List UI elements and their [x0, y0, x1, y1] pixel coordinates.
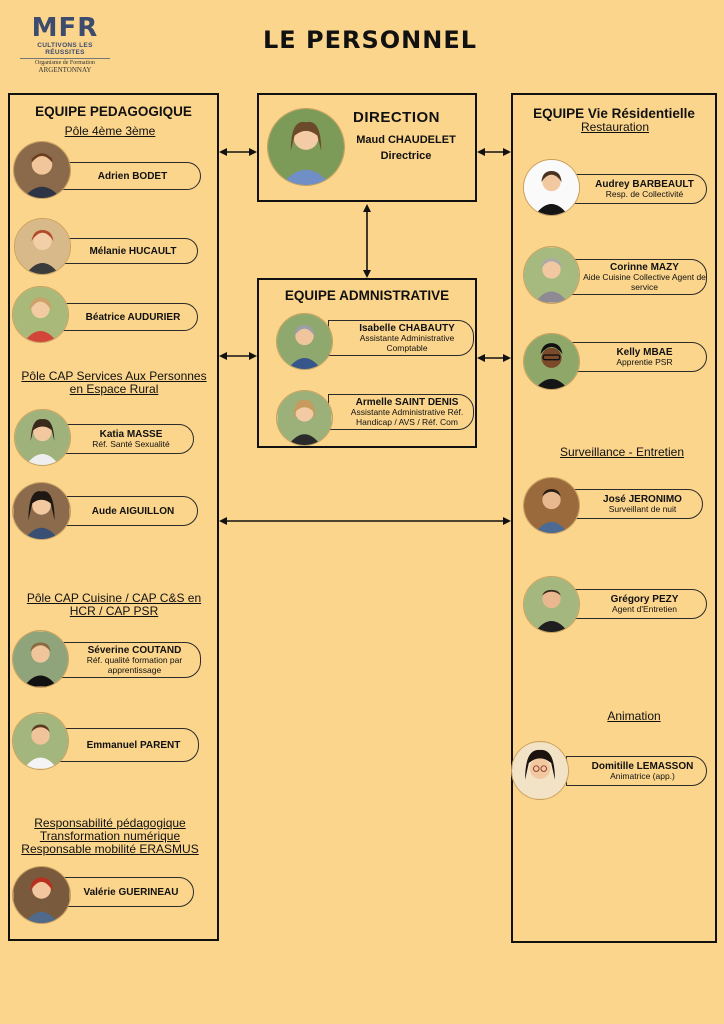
direction-box: [257, 93, 477, 202]
group-label: Restauration: [580, 120, 650, 134]
person-avatar: [13, 141, 71, 199]
person-name: Isabelle CHABAUTY: [359, 323, 455, 334]
person-pill: Valérie GUERINEAU: [56, 877, 194, 907]
person-avatar: [14, 409, 71, 466]
person-avatar: [12, 630, 69, 688]
person-pill: Béatrice AUDURIER: [56, 303, 198, 331]
person-avatar: [276, 390, 333, 446]
person-name: Audrey BARBEAULT: [595, 178, 694, 190]
person-name: Katia MASSE: [99, 428, 163, 440]
person-avatar: [12, 866, 71, 924]
person-name: Séverine COUTAND: [87, 645, 182, 656]
group-label: Responsabilité pédagogique Transformatio…: [21, 816, 199, 856]
person-role: Assistante Administrative Comptable: [359, 333, 455, 353]
logo-sub: Organisme de Formation: [20, 58, 110, 66]
person-name: Emmanuel PARENT: [86, 739, 181, 751]
person-avatar: [523, 333, 580, 390]
pedagogic-team-box: [8, 93, 219, 941]
person-role: Resp. de Collectivité: [605, 188, 684, 199]
logo-tagline: CULTIVONS LES RÉUSSITES: [37, 42, 93, 56]
director-avatar: [267, 108, 345, 186]
person-avatar: [523, 477, 580, 534]
person-avatar: [523, 576, 580, 633]
person-name: Adrien BODET: [97, 170, 168, 182]
person-role: Animatrice (app.): [610, 770, 675, 781]
residential-team-box: [511, 93, 717, 943]
person-pill: Aude AIGUILLON: [56, 496, 198, 526]
mfr-logo: MFR CULTIVONS LES RÉUSSITES Organisme de…: [20, 14, 110, 74]
person-avatar: [511, 741, 569, 800]
person-name: Mélanie HUCAULT: [89, 245, 177, 257]
person-pill: Isabelle CHABAUTY Assistante Administrat…: [328, 320, 474, 356]
person-name: Kelly MBAE: [616, 346, 673, 358]
director-role: Directrice: [380, 150, 432, 162]
person-pill: Kelly MBAE Apprentie PSR: [570, 342, 707, 372]
person-name: Corinne MAZY: [610, 262, 679, 273]
person-pill: Mélanie HUCAULT: [56, 238, 198, 264]
person-role: Réf. qualité formation par apprentissage: [86, 655, 183, 675]
person-role: Agent d'Entretien: [612, 603, 677, 614]
person-name: Aude AIGUILLON: [91, 505, 175, 517]
person-pill: José JERONIMO Surveillant de nuit: [570, 489, 703, 519]
person-avatar: [523, 159, 580, 216]
direction-title: DIRECTION: [353, 109, 440, 126]
person-name: Béatrice AUDURIER: [85, 311, 181, 323]
person-role: Aide Cuisine Collective Agent de service: [583, 272, 706, 292]
person-name: José JERONIMO: [603, 493, 682, 505]
person-pill: Domitille LEMASSON Animatrice (app.): [566, 756, 707, 786]
person-name: Grégory PEZY: [610, 593, 679, 605]
person-avatar: [523, 246, 580, 304]
admin-team-box: [257, 278, 477, 448]
person-pill: Armelle SAINT DENIS Assistante Administr…: [328, 394, 474, 430]
person-pill: Corinne MAZY Aide Cuisine Collective Age…: [570, 259, 707, 295]
person-name: Valérie GUERINEAU: [83, 886, 179, 898]
residential-team-title: EQUIPE Vie Résidentielle: [533, 106, 695, 121]
person-avatar: [276, 313, 333, 370]
person-role: Assistante Administrative Réf. Handicap …: [350, 407, 464, 427]
person-pill: Katia MASSE Réf. Santé Sexualité: [56, 424, 194, 454]
person-pill: Emmanuel PARENT: [56, 728, 199, 762]
person-avatar: [12, 286, 69, 343]
person-pill: Audrey BARBEAULT Resp. de Collectivité: [570, 174, 707, 204]
group-label: Pôle 4ème 3ème: [64, 124, 156, 138]
director-name: Maud CHAUDELET: [356, 134, 456, 146]
person-pill: Séverine COUTAND Réf. qualité formation …: [56, 642, 201, 678]
admin-team-title: EQUIPE ADMNISTRATIVE: [284, 288, 450, 303]
page-title: LE PERSONNEL: [262, 26, 478, 54]
pedagogic-team-title: EQUIPE PEDAGOGIQUE: [35, 104, 192, 119]
group-label: Animation: [607, 709, 661, 723]
person-avatar: [12, 482, 71, 540]
person-pill: Grégory PEZY Agent d'Entretien: [570, 589, 707, 619]
person-pill: Adrien BODET: [52, 162, 201, 190]
logo-city: ARGENTONNAY: [38, 66, 92, 74]
person-name: Domitille LEMASSON: [591, 760, 694, 772]
group-label: Pôle CAP Services Aux Personnes en Espac…: [21, 369, 207, 396]
person-avatar: [14, 218, 71, 275]
group-label: Surveillance - Entretien: [559, 445, 685, 459]
group-label: Pôle CAP Cuisine / CAP C&S en HCR / CAP …: [26, 591, 202, 618]
person-role: Surveillant de nuit: [608, 503, 677, 514]
person-role: Apprentie PSR: [616, 356, 673, 367]
logo-main: MFR: [31, 13, 99, 43]
person-role: Réf. Santé Sexualité: [92, 438, 170, 449]
person-avatar: [12, 712, 69, 770]
person-name: Armelle SAINT DENIS: [355, 397, 459, 408]
